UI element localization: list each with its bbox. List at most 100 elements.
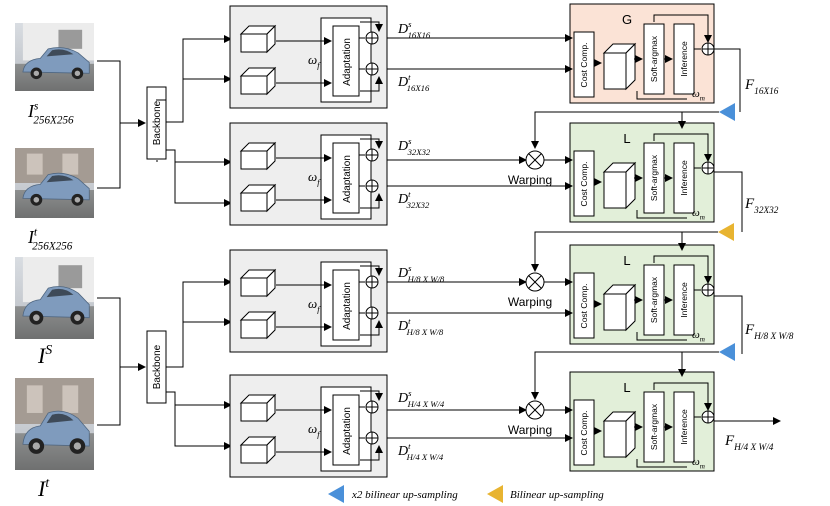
connector-line [360,138,383,149]
module-type-label: L [623,380,630,395]
x2-upsampling-icon [719,343,735,361]
soft-argmax-label: Soft-argmax [649,154,659,201]
soft-argmax-label: Soft-argmax [649,35,659,82]
flow-output-label: FH/4 X W/4 [724,433,774,453]
adaptation-block [332,394,360,466]
warp-operator-icon-b [528,403,542,417]
cost-volume-cube-icon [602,161,637,210]
source-image-full [15,257,94,339]
adaptation-block [332,25,360,97]
photo-window [62,385,79,413]
feature-cube-icon [239,141,277,171]
fanout-line [166,391,232,409]
inference-block [673,264,695,336]
inference-label: Inference [679,282,689,318]
flow-output-label: F32X32 [744,196,779,216]
inference-block [673,142,695,214]
car-hub [73,442,82,450]
module-type-label: L [623,253,630,268]
connector-line [636,459,687,468]
inference-label: Inference [679,409,689,445]
fanout-line [174,405,232,450]
feature-cube-icon [239,183,277,213]
inference-block [673,391,695,463]
upsampled-flow-arrow [531,111,719,149]
target-image-full-label: It [37,475,50,501]
cost-computation-label: Cost Comp. [579,284,589,329]
soft-argmax-label: Soft-argmax [649,276,659,323]
target-image-full [15,378,94,470]
car-hub [74,314,81,321]
cube-front [603,171,627,209]
upsampled-flow-arrow [531,351,719,400]
adaptation-label: Adaptation [342,155,353,203]
connector-line [360,76,383,92]
connector-line [360,320,383,336]
cube-front [603,293,627,331]
omega-f-label: ωf [308,296,321,314]
cost-volume-cube-icon [602,283,637,332]
connector-line [653,255,712,284]
car-hub [33,197,40,203]
connector-line [360,193,383,209]
fanout-line [174,162,232,207]
module-type-label: G [622,12,632,27]
omega-m-label: ωm [692,329,705,343]
warping-label: Warping [508,295,552,309]
omega-m-label: ωm [692,88,705,102]
omega-f-label: ωf [308,52,321,70]
flow-output-line [714,295,743,354]
image-pair-connector [97,60,121,189]
adaptation-label: Adaptation [342,38,353,86]
fanout-line [182,75,232,122]
warp-operator-icon-b [528,275,542,289]
source-image-small [15,23,94,91]
connector-line [653,133,712,162]
module-type-label: L [623,131,630,146]
warping-label: Warping [508,173,552,187]
flow-output-line [714,171,743,232]
car-window [46,288,74,298]
connector-line [653,382,712,411]
car-window [46,413,74,424]
omega-f-label: ωf [308,421,321,439]
cube-front [603,420,627,458]
adaptation-block [332,142,360,214]
cost-computation-label: Cost Comp. [579,162,589,207]
feature-cube-icon [239,393,277,423]
legend-x2-upsampling-icon [328,485,344,503]
car-hub [33,314,40,321]
car-hub [74,197,81,203]
cube-front [240,444,268,464]
car-hub [32,442,41,450]
x2-upsampling-icon [719,103,735,121]
legend-bilinear-upsampling-label: Bilinear up-sampling [510,489,604,501]
backbone-bottom-label: Backbone [152,344,163,389]
cube-front [240,150,268,170]
feature-cube-icon [239,24,277,54]
adaptation-label: Adaptation [342,282,353,330]
omega-f-label: ωf [308,169,321,187]
cube-front [240,75,268,95]
cube-front [240,192,268,212]
connector-line [636,91,687,100]
legend-bilinear-upsampling-icon [487,485,503,503]
cost-volume-cube-icon [602,410,637,459]
omega-m-label: ωm [692,456,705,470]
backbone-top-label: Backbone [152,100,163,145]
connector-line [636,210,687,219]
inference-label: Inference [679,160,689,196]
legend-x2-upsampling-label: x2 bilinear up-sampling [351,489,458,501]
upsampled-flow-arrow [531,231,718,272]
adaptation-block [332,269,360,341]
